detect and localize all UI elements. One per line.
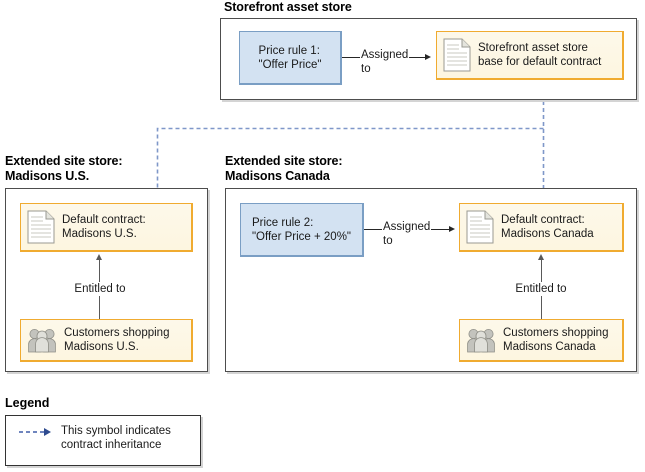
legend-box: This symbol indicates contract inheritan… <box>5 415 201 466</box>
dashed-arrow-icon <box>19 428 51 436</box>
entitled-to-label-ca: Entitled to <box>511 282 571 296</box>
customers-ca-node[interactable]: Customers shopping Madisons Canada <box>459 319 624 362</box>
document-icon <box>27 210 55 244</box>
assigned-to-label-2: Assigned to <box>383 220 431 248</box>
assigned-to-arrowhead-2 <box>449 225 455 232</box>
customers-group-icon <box>27 327 57 353</box>
legend-description: This symbol indicates contract inheritan… <box>61 425 171 451</box>
customers-us-node[interactable]: Customers shopping Madisons U.S. <box>20 319 193 362</box>
storefront-asset-node[interactable]: Storefront asset store base for default … <box>436 31 624 80</box>
price-rule-1-node[interactable]: Price rule 1: "Offer Price" <box>239 31 342 85</box>
price-rule-2-node[interactable]: Price rule 2: "Offer Price + 20%" <box>240 203 364 257</box>
assigned-to-line-right-1 <box>409 57 426 58</box>
default-contract-us-node[interactable]: Default contract: Madisons U.S. <box>20 203 193 252</box>
customers-ca-label: Customers shopping Madisons Canada <box>503 327 609 353</box>
default-contract-ca-node[interactable]: Default contract: Madisons Canada <box>459 203 624 252</box>
extended-site-store-ca-title: Extended site store: Madisons Canada <box>225 154 343 183</box>
assigned-to-line-right-2 <box>431 229 449 230</box>
document-icon <box>466 210 494 244</box>
default-contract-ca-label: Default contract: Madisons Canada <box>501 214 594 240</box>
customers-us-label: Customers shopping Madisons U.S. <box>64 327 170 353</box>
storefront-asset-store-title: Storefront asset store <box>224 0 352 14</box>
default-contract-us-label: Default contract: Madisons U.S. <box>62 214 146 240</box>
document-icon <box>443 38 471 72</box>
price-rule-2-label: Price rule 2: "Offer Price + 20%" <box>251 216 352 243</box>
legend-symbol-wrap <box>18 426 54 438</box>
extended-site-store-us-title: Extended site store: Madisons U.S. <box>5 154 123 183</box>
assigned-to-line-left-2 <box>364 229 382 230</box>
assigned-to-arrowhead-1 <box>425 53 431 60</box>
storefront-asset-label: Storefront asset store base for default … <box>478 42 602 68</box>
entitled-to-label-us: Entitled to <box>70 282 130 296</box>
price-rule-1-label: Price rule 1: "Offer Price" <box>258 44 322 71</box>
entitled-to-arrowhead-us <box>96 254 102 260</box>
assigned-to-line-left-1 <box>342 57 360 58</box>
customers-group-icon <box>466 327 496 353</box>
assigned-to-label-1: Assigned to <box>361 48 409 76</box>
entitled-to-arrowhead-ca <box>538 254 544 260</box>
legend-title: Legend <box>5 396 50 410</box>
